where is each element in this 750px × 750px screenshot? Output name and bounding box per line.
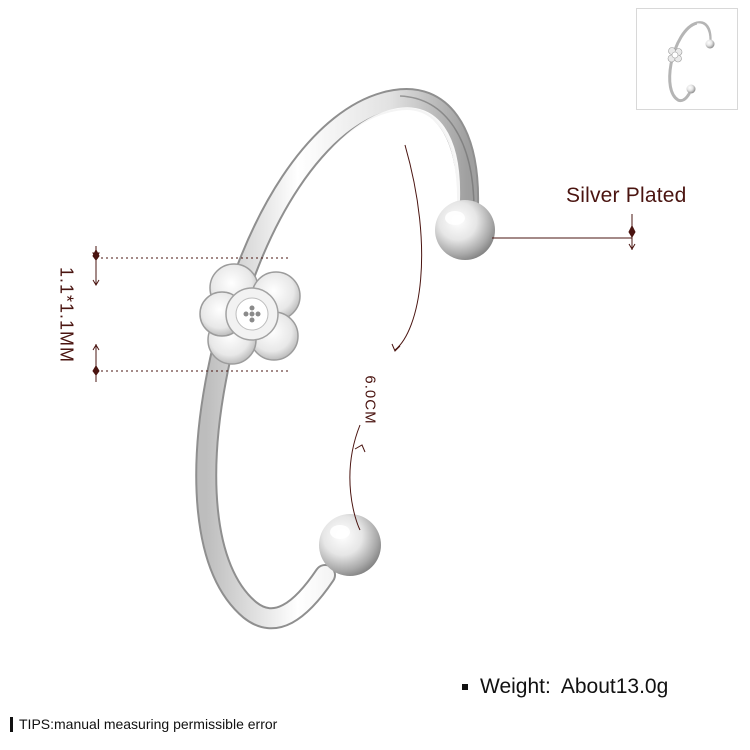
material-leader — [492, 214, 636, 250]
flower-charm-icon — [199, 263, 301, 365]
bracelet-thumbnail-icon — [667, 21, 715, 103]
weight-label: Weight: — [480, 675, 551, 698]
diameter-arc — [349, 144, 423, 531]
tips-bar-icon — [10, 716, 13, 732]
size-dimension-lines — [92, 246, 290, 382]
material-label: Silver Plated — [566, 184, 687, 207]
weight-value: About13.0g — [560, 675, 669, 698]
weight-row: Weight: About13.0g — [462, 675, 668, 699]
tips-text: TIPS:manual measuring permissible error — [19, 716, 278, 732]
thumbnail-image[interactable] — [636, 8, 738, 110]
ball-end-bottom — [319, 514, 381, 576]
diameter-label: 6.0CM — [350, 370, 390, 430]
size-label: 1.1*1.1MM — [36, 250, 96, 380]
bullet-icon — [462, 684, 468, 690]
diameter-text: 6.0CM — [361, 375, 379, 425]
size-text: 1.1*1.1MM — [56, 266, 77, 364]
tips-row: TIPS:manual measuring permissible error — [10, 716, 277, 732]
ball-end-top — [435, 200, 495, 260]
